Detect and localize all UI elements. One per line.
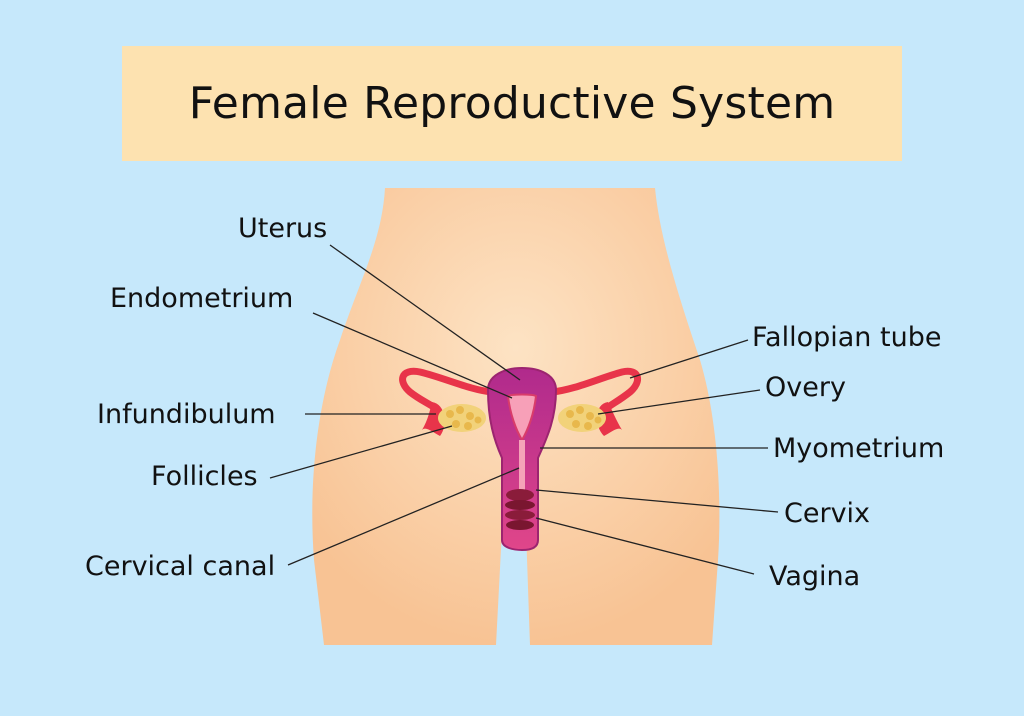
endometrium (506, 393, 538, 442)
label-uterus: Uterus (238, 213, 327, 244)
label-fallopian-tube: Fallopian tube (752, 322, 941, 353)
infundibulum-right (596, 402, 622, 436)
infundibulum-left (422, 402, 445, 436)
label-cervix: Cervix (784, 498, 870, 529)
vagina-leader (535, 517, 755, 575)
ovary-left (438, 404, 486, 432)
fallopian-tube-leader (629, 339, 749, 379)
uterus-leader (329, 244, 521, 381)
cervical-canal-leader (287, 467, 520, 566)
label-endometrium: Endometrium (110, 283, 293, 314)
cervical-canal (519, 440, 525, 490)
fallopian-tube-left (399, 367, 496, 414)
endometrium-leader (312, 312, 513, 399)
cervix-leader (535, 489, 779, 513)
label-myometrium: Myometrium (773, 433, 944, 464)
diagram-title: Female Reproductive System (188, 78, 836, 129)
label-cervical-canal: Cervical canal (85, 551, 275, 582)
cervix (505, 489, 535, 530)
overy-leader (597, 389, 761, 415)
follicles-leader (269, 425, 453, 479)
label-infundibulum: Infundibulum (97, 399, 276, 430)
label-vagina: Vagina (769, 561, 860, 592)
label-overy: Overy (765, 372, 846, 403)
ovary-right (558, 404, 606, 432)
title-banner: Female Reproductive System (122, 46, 902, 161)
label-follicles: Follicles (151, 461, 258, 492)
